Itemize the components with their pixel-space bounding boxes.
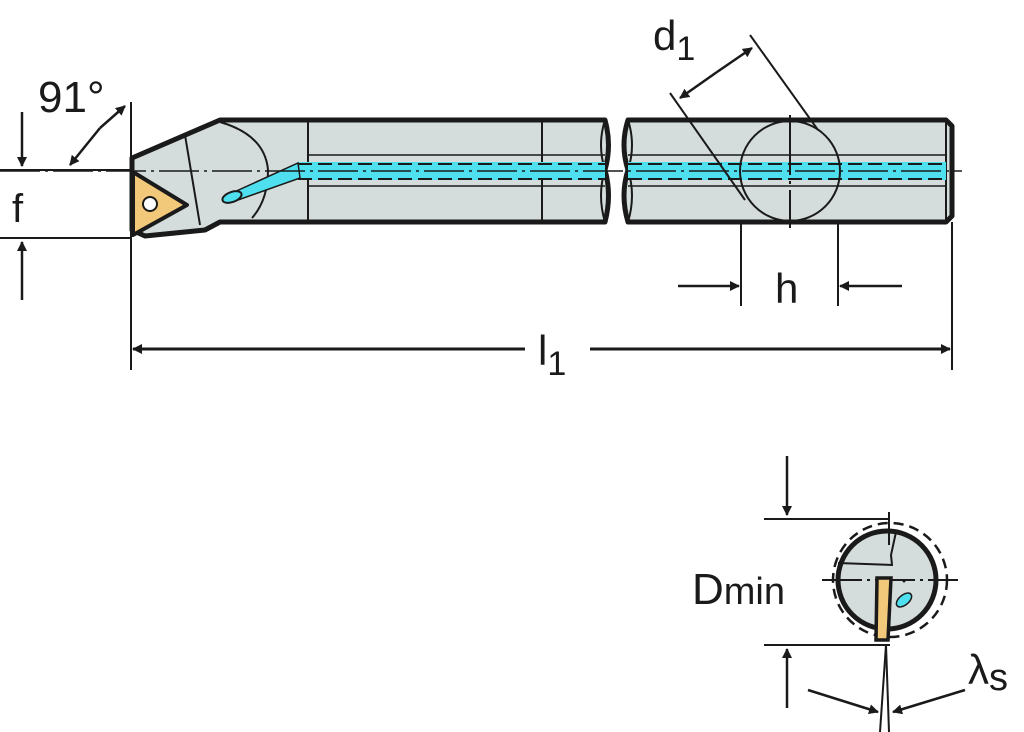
lambda-arrow xyxy=(807,688,879,715)
approach-angle-label: 91° xyxy=(38,73,105,122)
dmin-sub: min xyxy=(724,571,785,613)
lambda-extension xyxy=(879,644,887,732)
coolant-outlet xyxy=(221,190,243,204)
l1-label: l1 xyxy=(538,327,566,383)
lambda-label: λs xyxy=(968,646,1008,699)
d1-extension xyxy=(669,92,746,201)
end-coolant-outlet xyxy=(895,592,913,608)
angle-arrow xyxy=(99,105,126,129)
d1-sub: 1 xyxy=(676,30,695,68)
l1-sub: 1 xyxy=(547,345,566,383)
insert-hole xyxy=(142,196,158,212)
dmin-label: Dmin xyxy=(692,565,785,614)
lambda-sub: s xyxy=(989,657,1008,699)
lambda-extension xyxy=(885,644,890,732)
chip-flute xyxy=(837,531,897,567)
end-insert xyxy=(874,576,893,642)
h-label: h xyxy=(775,265,798,312)
angle-arrow xyxy=(69,127,101,166)
lambda-arrow xyxy=(892,688,966,715)
dmin-main: D xyxy=(692,565,724,614)
end-view: Dmin λs xyxy=(692,456,1008,732)
l1-main: l xyxy=(538,327,547,374)
d1-arrow xyxy=(679,70,718,100)
head-boundary xyxy=(184,134,201,226)
head-boundary xyxy=(219,121,270,219)
lambda-main: λ xyxy=(968,646,989,693)
d1-arrow xyxy=(716,46,753,74)
d1-main: d xyxy=(653,12,676,59)
insert xyxy=(131,170,189,237)
d1-label: d1 xyxy=(653,12,695,68)
dimensions: 91° f d1 h l1 xyxy=(0,12,953,383)
side-view xyxy=(0,115,962,239)
center-dot xyxy=(902,579,906,583)
d1-extension xyxy=(749,34,819,131)
f-label: f xyxy=(12,187,24,231)
